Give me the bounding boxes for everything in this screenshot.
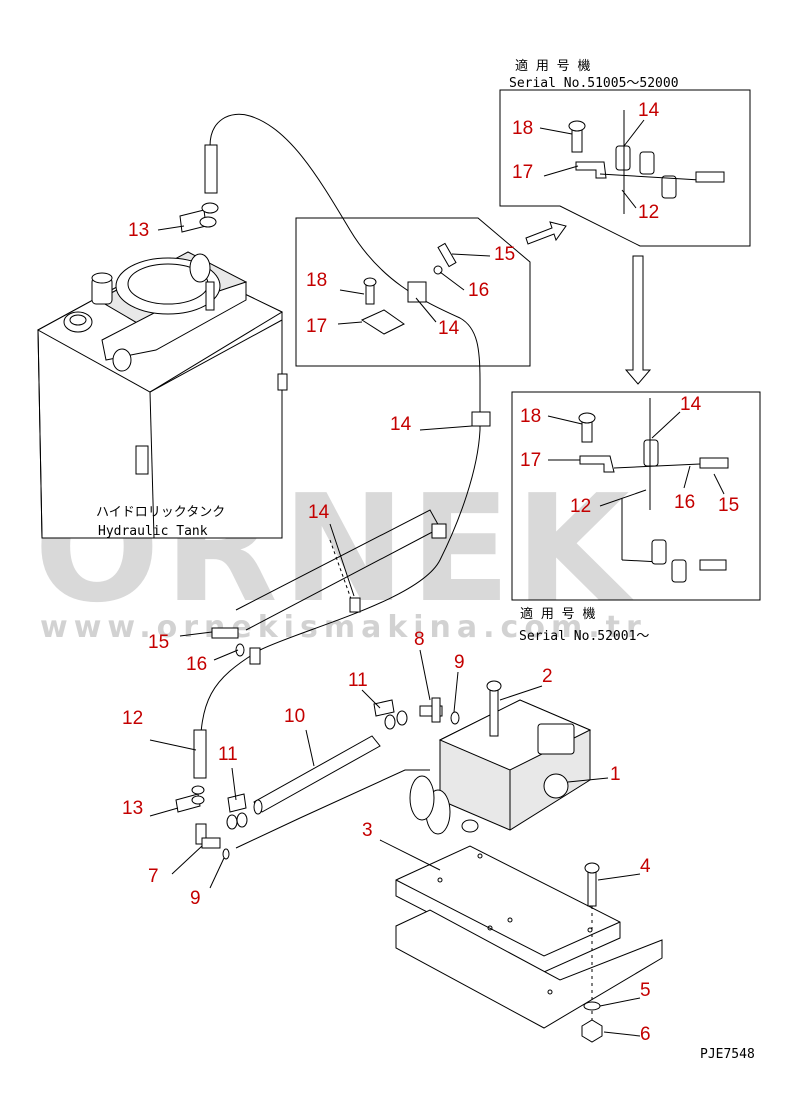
part-label-16: 16 — [674, 492, 695, 513]
part-label-17: 17 — [306, 316, 327, 337]
part-label-14: 14 — [308, 502, 330, 523]
watermark-url: www.ornekismakina.com.tr — [40, 610, 647, 645]
part-label-16: 16 — [468, 280, 489, 301]
part-label-8: 8 — [414, 629, 425, 650]
part-label-11: 11 — [218, 744, 238, 765]
inset-bottom: 適 用 号 機 Serial No.52001～ — [511, 391, 761, 644]
part-label-16: 16 — [186, 654, 207, 675]
base-plate — [395, 845, 663, 1043]
hydraulic-tank: ハイドロリックタンク Hydraulic Tank — [36, 251, 288, 539]
part-label-9: 9 — [190, 888, 201, 909]
flow-arrows — [525, 221, 652, 385]
inset-top-serial: Serial No.51005～52000 — [509, 76, 679, 91]
part-label-5: 5 — [640, 980, 651, 1001]
hose-route — [193, 113, 491, 849]
part-label-14: 14 — [638, 100, 660, 121]
part-label-15: 15 — [718, 495, 739, 516]
part-label-3: 3 — [362, 820, 373, 841]
inset-top-heading: 適 用 号 機 — [515, 58, 590, 74]
inset-top: 適 用 号 機 Serial No.51005～52000 — [499, 58, 751, 247]
part-label-12: 12 — [638, 202, 659, 223]
part-label-15: 15 — [148, 632, 169, 653]
part-label-17: 17 — [512, 162, 533, 183]
tank-label-jp: ハイドロリックタンク — [96, 505, 225, 520]
part-label-14: 14 — [390, 414, 412, 435]
part-label-13: 13 — [122, 798, 143, 819]
tank-label-en: Hydraulic Tank — [98, 524, 208, 539]
drawing-code: PJE7548 — [700, 1047, 755, 1062]
part-label-1: 1 — [610, 764, 621, 785]
part-label-13: 13 — [128, 220, 149, 241]
leader-lines — [149, 119, 725, 1037]
part-label-6: 6 — [640, 1024, 651, 1045]
part-label-18: 18 — [512, 118, 533, 139]
part-label-9: 9 — [454, 652, 465, 673]
part-label-7: 7 — [148, 866, 159, 887]
part-labels: 13 15 16 18 17 14 14 18 14 17 12 18 14 1… — [122, 100, 739, 1045]
inset-bottom-heading: 適 用 号 機 — [520, 606, 595, 622]
part-label-17: 17 — [520, 450, 541, 471]
part-label-15: 15 — [494, 244, 515, 265]
part-label-14: 14 — [680, 394, 702, 415]
part-label-12: 12 — [570, 496, 591, 517]
part-label-4: 4 — [640, 856, 651, 877]
part-label-10: 10 — [284, 706, 305, 727]
detail-box-top — [295, 217, 531, 367]
control-valve — [409, 680, 592, 835]
part-label-12: 12 — [122, 708, 143, 729]
fittings — [175, 202, 460, 860]
inset-bottom-serial: Serial No.52001～ — [519, 629, 649, 644]
part-label-2: 2 — [542, 666, 553, 687]
part-label-14: 14 — [438, 318, 460, 339]
part-label-18: 18 — [520, 406, 541, 427]
part-label-18: 18 — [306, 270, 327, 291]
part-label-11: 11 — [348, 670, 368, 691]
